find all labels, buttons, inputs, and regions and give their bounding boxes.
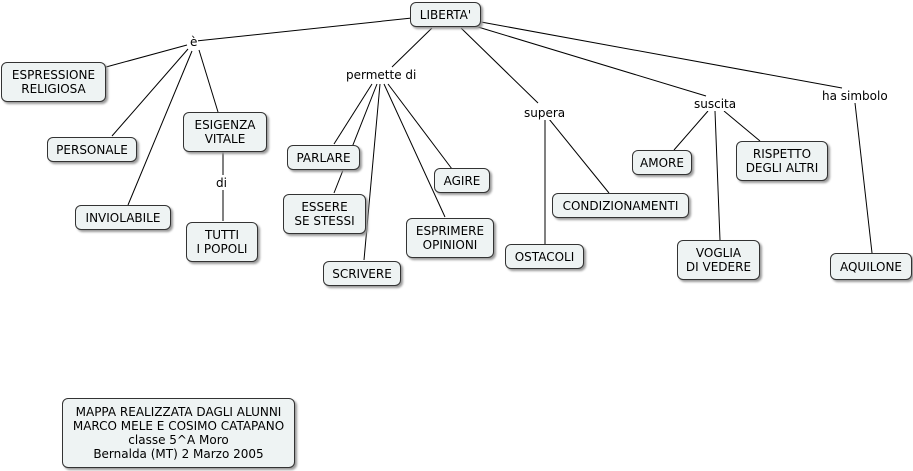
edge-liberta-supera [460,27,539,104]
edge-supera-condizionamenti [548,118,610,194]
edge-e-inviolabile [127,50,193,206]
concept-condizionamenti[interactable]: CONDIZIONAMENTI [552,193,689,218]
link-ha-simbolo: ha simbolo [821,89,889,103]
edge-liberta-hasimbolo [480,21,843,89]
edge-e-personale [111,48,189,137]
concept-personale[interactable]: PERSONALE [47,137,137,162]
concept-rispetto-degli-altri[interactable]: RISPETTO DEGLI ALTRI [736,141,828,181]
concept-esigenza-vitale[interactable]: ESIGENZA VITALE [183,112,267,152]
concept-espressione-religiosa[interactable]: ESPRESSIONE RELIGIOSA [1,62,106,102]
link-di: di [215,176,228,190]
concept-scrivere[interactable]: SCRIVERE [323,261,401,286]
concept-essere-se-stessi[interactable]: ESSERE SE STESSI [283,194,366,234]
concept-liberta[interactable]: LIBERTA' [410,2,481,27]
edge-hasimbolo-aquilone [854,102,873,254]
concept-voglia-di-vedere[interactable]: VOGLIA DI VEDERE [677,240,760,280]
edge-suscita-amore [673,110,709,151]
edge-permette-esprimere [383,83,446,218]
concept-ostacoli[interactable]: OSTACOLI [505,244,584,269]
edge-suscita-rispetto [723,110,761,142]
edge-liberta-suscita [477,26,707,97]
concept-esprimere-opinioni[interactable]: ESPRIMERE OPINIONI [406,218,494,258]
concept-agire[interactable]: AGIRE [434,168,490,193]
edge-e-esigenza [198,49,219,113]
edge-suscita-voglia [714,110,721,241]
concept-amore[interactable]: AMORE [632,150,692,175]
concept-parlare[interactable]: PARLARE [287,145,360,170]
edge-permette-parlare [333,83,373,145]
link-permette-di: permette di [345,68,418,82]
edge-liberta-e [195,17,413,42]
concept-tutti-i-popoli[interactable]: TUTTI I POPOLI [186,222,258,262]
edge-e-espressione [105,44,188,68]
link-e: è [189,35,199,49]
link-suscita: suscita [693,97,738,111]
credits-box: MAPPA REALIZZATA DAGLI ALUNNI MARCO MELE… [62,398,295,468]
concept-aquilone[interactable]: AQUILONE [830,253,912,280]
edge-permette-essere [333,83,378,194]
link-supera: supera [523,106,567,120]
edge-liberta-permette [391,27,433,68]
concept-inviolabile[interactable]: INVIOLABILE [75,205,171,230]
edge-permette-agire [387,83,453,170]
edge-permette-scrivere [363,83,381,261]
